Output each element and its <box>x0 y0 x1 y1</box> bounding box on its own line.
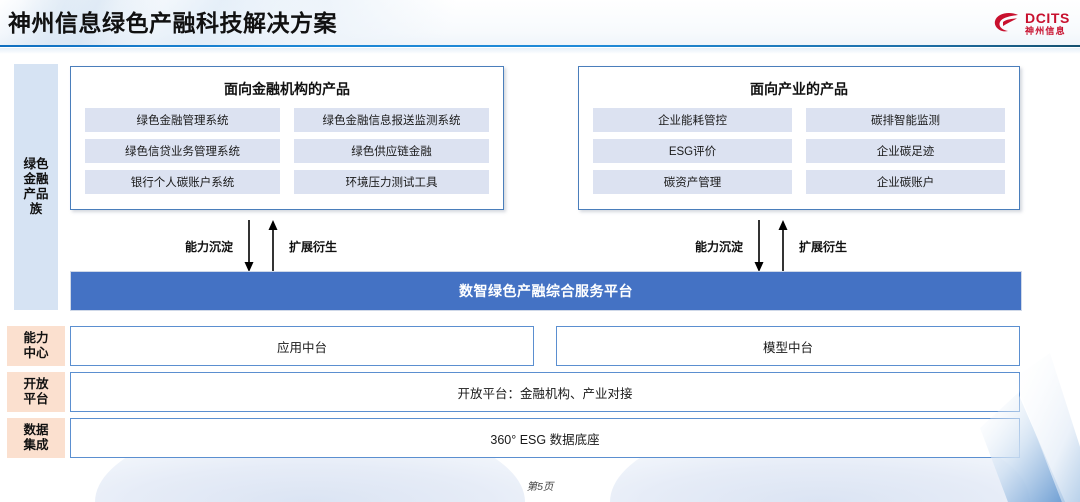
product-card[interactable]: 绿色供应链金融 <box>294 139 489 163</box>
panel-open-platform[interactable]: 开放平台：金融机构、产业对接 <box>70 372 1020 412</box>
product-card[interactable]: 绿色金融管理系统 <box>85 108 280 132</box>
product-card[interactable]: ESG评价 <box>593 139 792 163</box>
sidebar-label-open: 开放平台 <box>23 376 49 406</box>
flow-label-capability-precipitation: 能力沉淀 <box>695 239 744 254</box>
flow-arrows-left: 能力沉淀 扩展衍生 <box>185 220 337 272</box>
sidebar-item-open-platform: 开放平台 <box>7 372 65 412</box>
flow-label-expansion-derivation: 扩展衍生 <box>289 239 338 254</box>
product-grid-financial: 绿色金融管理系统 绿色金融信息报送监测系统 绿色信贷业务管理系统 绿色供应链金融… <box>85 108 489 194</box>
flow-label-capability-precipitation: 能力沉淀 <box>185 239 234 254</box>
logo-cn-text: 神州信息 <box>1025 25 1066 36</box>
page-number: 第5页 <box>526 481 554 493</box>
integrated-service-platform-bar[interactable]: 数智绿色产融综合服务平台 <box>70 271 1022 311</box>
product-card[interactable]: 企业能耗管控 <box>593 108 792 132</box>
header-divider-glow <box>0 48 1080 54</box>
arrow-up-icon <box>778 220 788 272</box>
sidebar-label-data: 数据集成 <box>23 422 49 452</box>
product-card[interactable]: 碳资产管理 <box>593 170 792 194</box>
slide-header: 神州信息绿色产融科技解决方案 DCITS 神州信息 <box>0 0 1080 47</box>
dcits-logo: DCITS 神州信息 <box>994 8 1070 38</box>
panel-model-middle-platform[interactable]: 模型中台 <box>556 326 1020 366</box>
product-card[interactable]: 绿色金融信息报送监测系统 <box>294 108 489 132</box>
panel-data-foundation[interactable]: 360° ESG 数据底座 <box>70 418 1020 458</box>
logo-text: DCITS 神州信息 <box>1025 11 1070 36</box>
product-group-industry: 面向产业的产品 企业能耗管控 碳排智能监测 ESG评价 企业碳足迹 碳资产管理 … <box>578 66 1020 210</box>
middle-platform-row: 应用中台 模型中台 <box>70 326 1020 366</box>
sidebar-item-green-finance-family: 绿色金融产品族 <box>14 64 58 310</box>
platform-label: 数智绿色产融综合服务平台 <box>459 283 633 299</box>
sidebar-item-ability-center: 能力中心 <box>7 326 65 366</box>
product-card[interactable]: 碳排智能监测 <box>806 108 1005 132</box>
arrow-down-icon <box>244 220 254 272</box>
arrow-up-icon <box>268 220 278 272</box>
arrow-down-icon <box>754 220 764 272</box>
sidebar-label-family: 绿色金融产品族 <box>23 156 49 217</box>
sidebar-item-data-integration: 数据集成 <box>7 418 65 458</box>
product-card[interactable]: 企业碳账户 <box>806 170 1005 194</box>
sidebar-label-ability: 能力中心 <box>23 330 49 360</box>
panel-application-middle-platform[interactable]: 应用中台 <box>70 326 534 366</box>
slide-body: 绿色金融产品族 能力中心 开放平台 数据集成 面向金融机构的产品 绿色金融管理系… <box>0 54 1080 502</box>
flow-arrows-right: 能力沉淀 扩展衍生 <box>695 220 847 272</box>
group-title-financial: 面向金融机构的产品 <box>224 81 350 97</box>
flow-label-expansion-derivation: 扩展衍生 <box>799 239 848 254</box>
page-title: 神州信息绿色产融科技解决方案 <box>8 10 337 36</box>
product-card[interactable]: 银行个人碳账户系统 <box>85 170 280 194</box>
group-title-industry: 面向产业的产品 <box>750 81 848 97</box>
product-card[interactable]: 绿色信贷业务管理系统 <box>85 139 280 163</box>
product-group-financial-institutions: 面向金融机构的产品 绿色金融管理系统 绿色金融信息报送监测系统 绿色信贷业务管理… <box>70 66 504 210</box>
dcits-swoosh-icon <box>994 13 1018 32</box>
header-divider-rule <box>0 45 1080 47</box>
product-card[interactable]: 企业碳足迹 <box>806 139 1005 163</box>
product-card[interactable]: 环境压力测试工具 <box>294 170 489 194</box>
logo-en-text: DCITS <box>1025 9 1070 26</box>
product-grid-industry: 企业能耗管控 碳排智能监测 ESG评价 企业碳足迹 碳资产管理 企业碳账户 <box>593 108 1005 194</box>
